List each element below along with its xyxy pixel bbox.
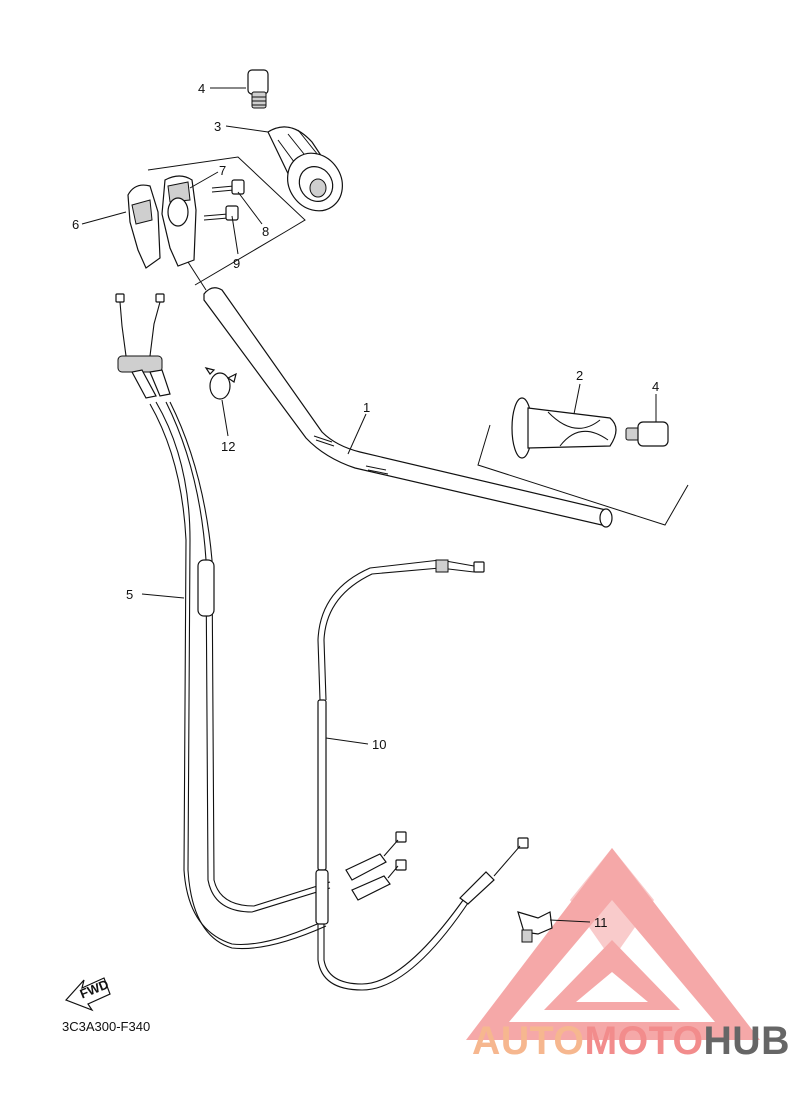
callout-4-upper: 4	[198, 81, 205, 96]
bar-end-weight-upper	[247, 69, 269, 109]
cable-clip	[517, 911, 553, 943]
throttle-cables	[115, 293, 407, 950]
callout-9: 9	[233, 256, 240, 271]
fwd-arrow: FWD	[64, 976, 111, 1012]
callout-3: 3	[214, 119, 221, 134]
throttle-housing	[127, 175, 197, 269]
callout-6: 6	[72, 217, 79, 232]
handlebar	[187, 261, 613, 528]
watermark-text: AUTOMOTOHUB	[472, 1019, 790, 1063]
cable-clamp	[204, 367, 237, 400]
callout-1: 1	[363, 400, 370, 415]
watermark-hub: HUB	[703, 1019, 790, 1063]
watermark-logo	[466, 848, 760, 1040]
callout-7: 7	[219, 163, 226, 178]
callout-11: 11	[594, 915, 608, 930]
screw-8	[211, 179, 245, 195]
callout-8: 8	[262, 224, 269, 239]
watermark-auto: AUTO	[472, 1019, 584, 1063]
callout-4-lower: 4	[652, 379, 659, 394]
callout-2: 2	[576, 368, 583, 383]
callout-10: 10	[372, 737, 386, 752]
throttle-grip	[267, 126, 343, 212]
diagram-code: 3C3A300-F340	[62, 1019, 150, 1034]
callout-5: 5	[126, 587, 133, 602]
exploded-box-left	[147, 156, 306, 286]
clutch-cable	[315, 559, 529, 991]
watermark-moto: MOTO	[584, 1019, 703, 1063]
screw-9	[203, 205, 239, 221]
leader-lines	[81, 87, 657, 923]
callout-12: 12	[221, 439, 235, 454]
bar-end-weight-lower	[625, 421, 669, 447]
left-grip	[511, 397, 617, 459]
exploded-box-right	[477, 424, 689, 526]
